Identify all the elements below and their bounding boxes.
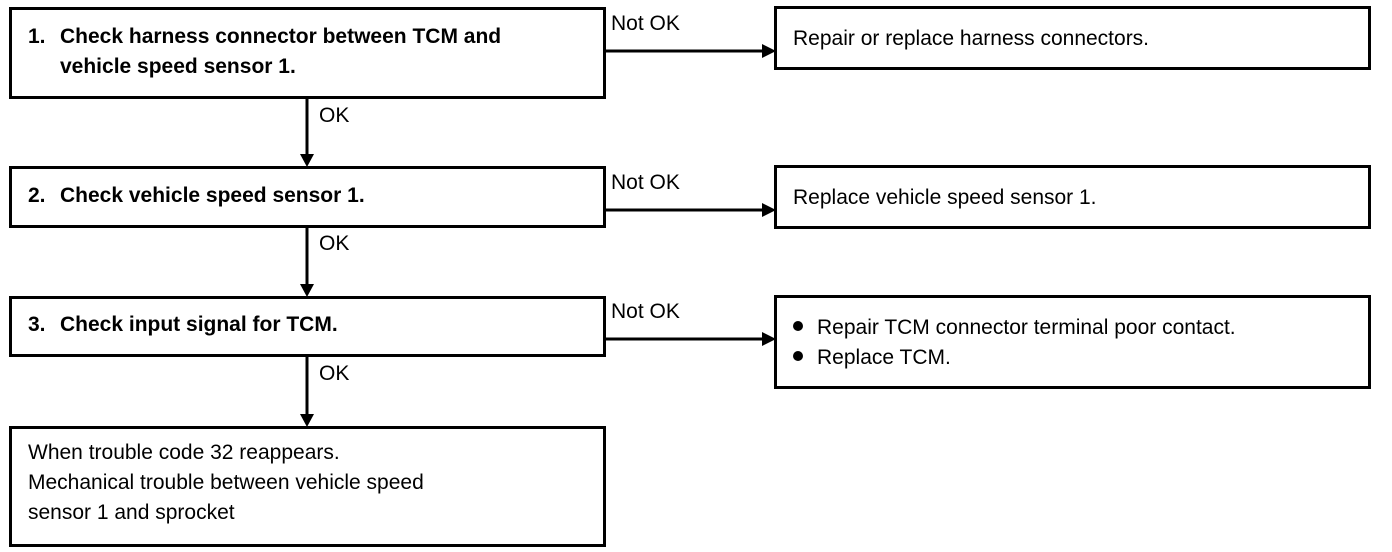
result-3-bullet-item-2: Replace TCM. bbox=[793, 343, 1368, 373]
step-2-box: 2. Check vehicle speed sensor 1. bbox=[9, 166, 606, 228]
step-2-text: Check vehicle speed sensor 1. bbox=[60, 184, 365, 207]
arrow-right-3 bbox=[762, 332, 776, 346]
result-1-box: Repair or replace harness connectors. bbox=[774, 6, 1371, 70]
result-3-bullet-2-text: Replace TCM. bbox=[817, 346, 951, 369]
ok-label-1: OK bbox=[319, 104, 350, 127]
ok-label-3: OK bbox=[319, 362, 350, 385]
step-2-number: 2. bbox=[28, 184, 46, 207]
final-text-line-3: sensor 1 and sprocket bbox=[28, 501, 235, 524]
step-3-box: 3. Check input signal for TCM. bbox=[9, 296, 606, 357]
result-2-text: Replace vehicle speed sensor 1. bbox=[793, 186, 1097, 209]
result-3-box: Repair TCM connector terminal poor conta… bbox=[774, 295, 1371, 389]
not-ok-label-2: Not OK bbox=[611, 171, 680, 194]
not-ok-label-1: Not OK bbox=[611, 12, 680, 35]
final-box: When trouble code 32 reappears. Mechanic… bbox=[9, 426, 606, 547]
arrow-down-1 bbox=[300, 154, 314, 167]
result-3-bullet-1-text: Repair TCM connector terminal poor conta… bbox=[817, 316, 1236, 339]
result-1-text: Repair or replace harness connectors. bbox=[793, 27, 1150, 50]
step-3-number: 3. bbox=[28, 313, 46, 336]
result-3-bullet-item-1: Repair TCM connector terminal poor conta… bbox=[793, 313, 1368, 343]
not-ok-label-3: Not OK bbox=[611, 300, 680, 323]
arrow-right-2 bbox=[762, 203, 776, 217]
step-1-text-line-1: Check harness connector between TCM and bbox=[60, 25, 502, 48]
arrow-right-1 bbox=[762, 44, 776, 58]
step-3-text: Check input signal for TCM. bbox=[60, 313, 338, 336]
ok-label-2: OK bbox=[319, 232, 350, 255]
result-2-box: Replace vehicle speed sensor 1. bbox=[774, 165, 1371, 229]
bullet-icon bbox=[793, 321, 803, 332]
bullet-icon bbox=[793, 351, 803, 362]
arrow-down-2 bbox=[300, 284, 314, 297]
final-text-line-2: Mechanical trouble between vehicle speed bbox=[28, 471, 424, 494]
step-1-number: 1. bbox=[28, 25, 46, 48]
final-text-line-1: When trouble code 32 reappears. bbox=[28, 441, 340, 464]
arrow-down-3 bbox=[300, 414, 314, 427]
step-1-box: 1. Check harness connector between TCM a… bbox=[9, 7, 606, 99]
step-1-text-line-2: vehicle speed sensor 1. bbox=[60, 55, 296, 78]
